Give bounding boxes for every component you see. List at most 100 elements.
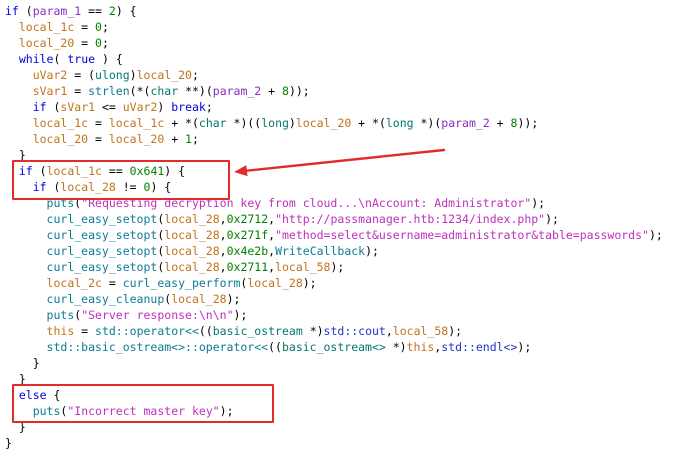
- code-token-variable[interactable]: local_28: [247, 276, 303, 290]
- code-token-plain[interactable]: ): [129, 68, 137, 82]
- code-token-plain[interactable]: [5, 212, 47, 226]
- code-token-keyword[interactable]: break: [171, 100, 206, 114]
- code-token-plain[interactable]: ) {: [150, 180, 172, 194]
- code-token-variable[interactable]: local_28: [164, 212, 220, 226]
- code-token-plain[interactable]: ,: [268, 212, 276, 226]
- code-token-plain[interactable]: [5, 132, 33, 146]
- code-token-variable[interactable]: local_28: [60, 180, 116, 194]
- code-token-plain[interactable]: );: [233, 308, 248, 322]
- code-token-function[interactable]: puts: [32, 404, 61, 418]
- code-token-plain[interactable]: =: [74, 324, 96, 338]
- code-token-plain[interactable]: ((: [268, 340, 282, 354]
- code-token-variable[interactable]: this: [46, 324, 75, 338]
- code-token-plain[interactable]: *)(: [413, 116, 442, 130]
- code-line[interactable]: if (sVar1 <= uVar2) break;: [5, 99, 697, 115]
- code-token-variable[interactable]: local_20: [32, 132, 89, 146]
- code-token-plain[interactable]: }: [5, 356, 40, 370]
- code-token-plain[interactable]: *): [302, 324, 324, 338]
- code-token-plain[interactable]: *)((: [226, 116, 262, 130]
- code-token-plain[interactable]: (: [164, 292, 172, 306]
- code-token-variable[interactable]: local_20: [136, 68, 192, 82]
- code-token-type[interactable]: char: [150, 84, 179, 98]
- code-token-function[interactable]: std::basic_ostream<>::operator<<: [46, 340, 269, 354]
- code-token-parameter[interactable]: param_2: [212, 84, 262, 98]
- code-token-variable[interactable]: local_20: [108, 132, 165, 146]
- code-token-plain[interactable]: ((: [198, 324, 213, 338]
- code-token-variable[interactable]: local_1c: [108, 116, 165, 130]
- code-token-plain[interactable]: ,: [219, 212, 227, 226]
- code-token-plain[interactable]: ) {: [95, 52, 123, 66]
- code-token-plain[interactable]: }: [5, 372, 26, 386]
- code-token-plain[interactable]: ,: [268, 260, 276, 274]
- code-token-plain[interactable]: ==: [101, 164, 130, 178]
- code-token-plain[interactable]: ));: [288, 84, 310, 98]
- code-token-plain[interactable]: =: [88, 132, 109, 146]
- code-token-plain[interactable]: [5, 116, 33, 130]
- code-token-function[interactable]: curl_easy_perform: [122, 276, 241, 290]
- code-token-plain[interactable]: ;: [191, 68, 199, 82]
- code-token-type[interactable]: ulong: [95, 68, 130, 82]
- code-token-variable[interactable]: local_1c: [18, 20, 75, 34]
- code-token-variable[interactable]: local_58: [275, 260, 331, 274]
- code-token-plain[interactable]: ,: [268, 244, 276, 258]
- code-token-variable[interactable]: sVar1: [60, 100, 96, 114]
- code-token-plain[interactable]: [5, 340, 47, 354]
- code-token-plain[interactable]: ,: [268, 228, 276, 242]
- code-line[interactable]: }: [5, 355, 697, 371]
- code-token-plain[interactable]: ;: [191, 132, 199, 146]
- code-token-plain[interactable]: ;: [101, 20, 109, 34]
- code-line[interactable]: std::basic_ostream<>::operator<<((basic_…: [5, 339, 697, 355]
- code-token-plain[interactable]: [5, 308, 47, 322]
- code-token-string[interactable]: "method=select&username=administrator&ta…: [275, 228, 649, 242]
- code-token-variable[interactable]: sVar1: [32, 84, 68, 98]
- code-token-variable[interactable]: local_58: [392, 324, 449, 338]
- code-token-variable[interactable]: this: [406, 340, 435, 354]
- code-token-type[interactable]: basic_ostream: [212, 324, 303, 338]
- code-token-type[interactable]: char: [198, 116, 227, 130]
- code-token-plain[interactable]: =: [67, 84, 89, 98]
- code-token-plain[interactable]: ) {: [115, 4, 137, 18]
- code-token-plain[interactable]: (: [157, 260, 165, 274]
- code-token-variable[interactable]: uVar2: [32, 68, 68, 82]
- code-token-keyword[interactable]: true: [67, 52, 96, 66]
- code-token-plain[interactable]: **)(: [178, 84, 213, 98]
- code-line[interactable]: curl_easy_setopt(local_28,0x4e2b,WriteCa…: [5, 243, 697, 259]
- code-token-function[interactable]: curl_easy_setopt: [46, 260, 158, 274]
- code-token-plain[interactable]: [5, 324, 47, 338]
- code-token-variable[interactable]: local_28: [164, 260, 220, 274]
- code-token-variable[interactable]: local_28: [164, 228, 220, 242]
- code-token-plain[interactable]: +: [261, 84, 283, 98]
- code-token-function[interactable]: curl_easy_setopt: [46, 212, 158, 226]
- code-token-plain[interactable]: [5, 164, 19, 178]
- code-token-plain[interactable]: =: [101, 276, 123, 290]
- code-token-function[interactable]: curl_easy_cleanup: [46, 292, 165, 306]
- code-line[interactable]: puts("Requesting decryption key from clo…: [5, 195, 697, 211]
- code-token-plain[interactable]: ;: [205, 100, 213, 114]
- code-token-plain[interactable]: {: [46, 388, 61, 402]
- code-token-constant[interactable]: 1: [185, 132, 192, 146]
- code-token-constant[interactable]: 0x2711: [226, 260, 269, 274]
- code-token-plain[interactable]: [5, 180, 33, 194]
- code-token-plain[interactable]: ): [288, 116, 296, 130]
- code-line[interactable]: puts("Incorrect master key");: [5, 403, 697, 419]
- code-token-plain[interactable]: +: [489, 116, 511, 130]
- code-token-variable[interactable]: local_28: [164, 244, 220, 258]
- code-token-variable[interactable]: local_1c: [32, 116, 89, 130]
- code-token-plain[interactable]: ,: [219, 260, 227, 274]
- code-token-keyword[interactable]: if: [18, 164, 33, 178]
- code-line[interactable]: local_1c = 0;: [5, 19, 697, 35]
- code-token-string[interactable]: "Incorrect master key": [67, 404, 220, 418]
- code-line[interactable]: local_1c = local_1c + *(char *)((long)lo…: [5, 115, 697, 131]
- code-token-keyword[interactable]: else: [18, 388, 47, 402]
- code-token-plain[interactable]: [5, 276, 47, 290]
- code-line[interactable]: local_2c = curl_easy_perform(local_28);: [5, 275, 697, 291]
- code-token-plain[interactable]: (: [74, 196, 82, 210]
- code-token-plain[interactable]: [5, 228, 47, 242]
- code-token-function[interactable]: std::operator<<: [95, 324, 199, 338]
- code-token-function[interactable]: puts: [46, 196, 75, 210]
- code-token-string[interactable]: "Server response:\n\n": [81, 308, 234, 322]
- code-token-plain[interactable]: [5, 36, 19, 50]
- code-token-constant[interactable]: 8: [510, 116, 518, 130]
- code-token-variable[interactable]: local_1c: [46, 164, 102, 178]
- code-token-plain[interactable]: ));: [517, 116, 539, 130]
